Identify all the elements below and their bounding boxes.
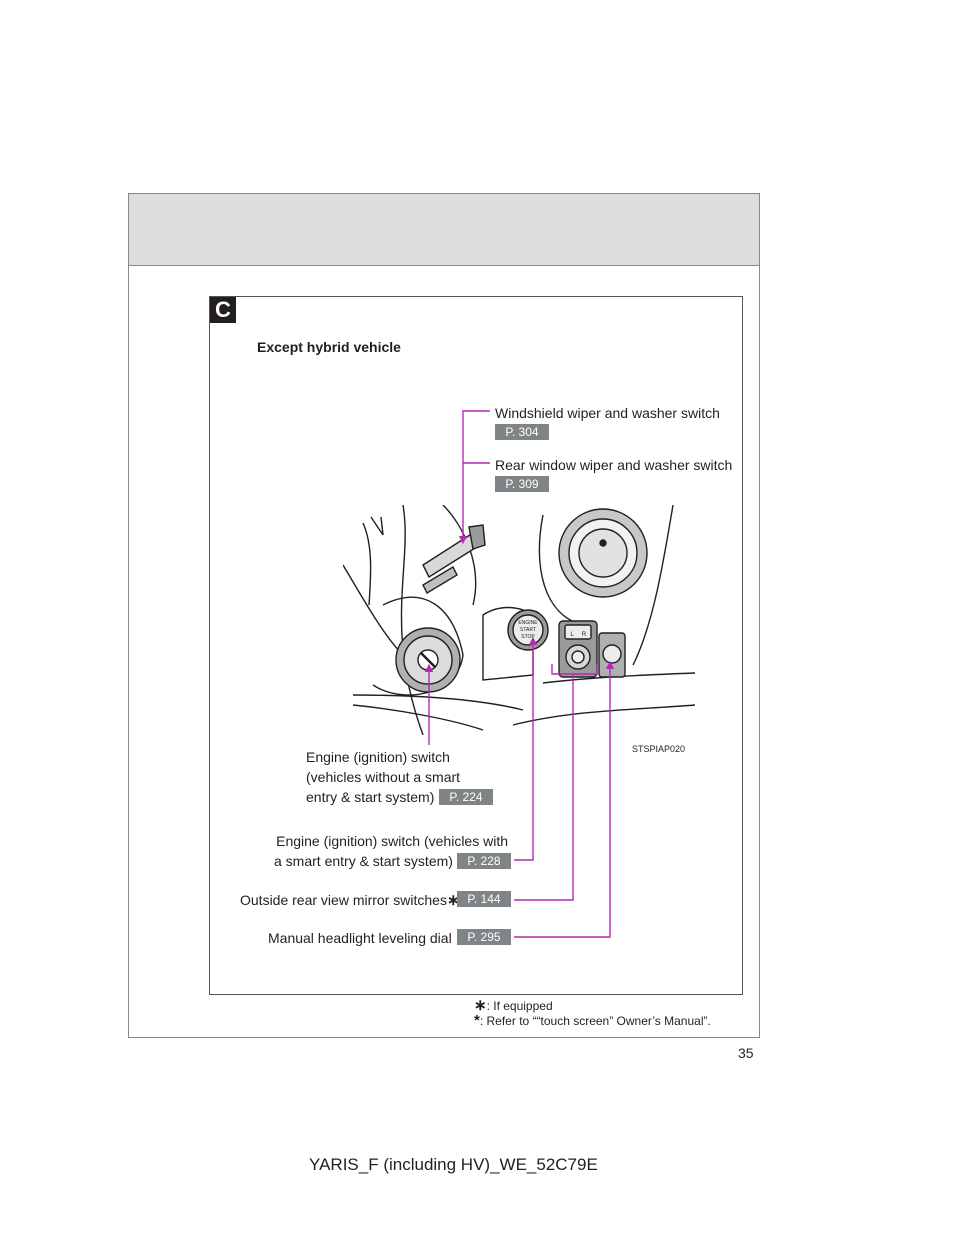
leader-smart-ignition [514, 636, 538, 861]
mirror-switches-label: Outside rear view mirror switches∗ [240, 890, 460, 911]
footnote-marker-1: ∗ [474, 997, 487, 1014]
footnote-marker-2: * [474, 1012, 480, 1029]
headlight-dial-label: Manual headlight leveling dial [268, 930, 452, 946]
start-button-text-2: START [520, 627, 536, 633]
smart-ignition-page-ref[interactable]: P. 228 [457, 853, 511, 869]
wiper-switch-label: Windshield wiper and washer switch [495, 405, 720, 421]
mirror-mark-l: L [570, 632, 574, 638]
start-button-text-3: STOP [521, 634, 535, 640]
smart-ignition-label-line1: Engine (ignition) switch (vehicles with [276, 833, 508, 849]
section-box [209, 296, 743, 995]
footnote-text-1: : If equipped [486, 999, 553, 1013]
illustration-code: STSPIAP020 [632, 744, 686, 754]
section-tab: C [210, 297, 236, 323]
ignition-switch-label-line1: Engine (ignition) switch [306, 749, 450, 765]
leader-mirror [514, 664, 598, 901]
dashboard-illustration: ENGINE START STOP L R [343, 505, 695, 735]
rear-wiper-switch-label: Rear window wiper and washer switch [495, 457, 733, 473]
leader-headlight [514, 660, 615, 938]
mirror-mark-r: R [582, 632, 587, 638]
mirror-switches-text: Outside rear view mirror switches [240, 892, 447, 908]
start-button-text-1: ENGINE [518, 620, 538, 626]
headlight-dial-page-ref[interactable]: P. 295 [457, 929, 511, 945]
leader-wiper [458, 410, 490, 545]
header-band [129, 194, 759, 266]
section-subtitle: Except hybrid vehicle [257, 339, 401, 355]
page-number: 35 [738, 1045, 754, 1061]
ignition-switch-label-line3: entry & start system) [306, 789, 435, 805]
footnote-text-2: : Refer to ““touch screen” Owner’s Manua… [479, 1014, 711, 1028]
mirror-switches-page-ref[interactable]: P. 144 [457, 891, 511, 907]
footnote-if-equipped: ∗: If equipped [474, 996, 553, 1014]
footnote-touch-screen: *: Refer to ““touch screen” Owner’s Manu… [474, 1012, 711, 1029]
rear-wiper-switch-page-ref[interactable]: P. 309 [495, 476, 549, 492]
ignition-switch-label-line2: (vehicles without a smart [306, 769, 461, 785]
if-equipped-marker: ∗ [446, 892, 460, 909]
footer-model-code: YARIS_F (including HV)_WE_52C79E [309, 1155, 598, 1174]
ignition-switch-page-ref[interactable]: P. 224 [439, 789, 493, 805]
wiper-switch-page-ref[interactable]: P. 304 [495, 424, 549, 440]
page-frame [128, 193, 760, 1038]
smart-ignition-label-line2: a smart entry & start system) [274, 853, 453, 869]
